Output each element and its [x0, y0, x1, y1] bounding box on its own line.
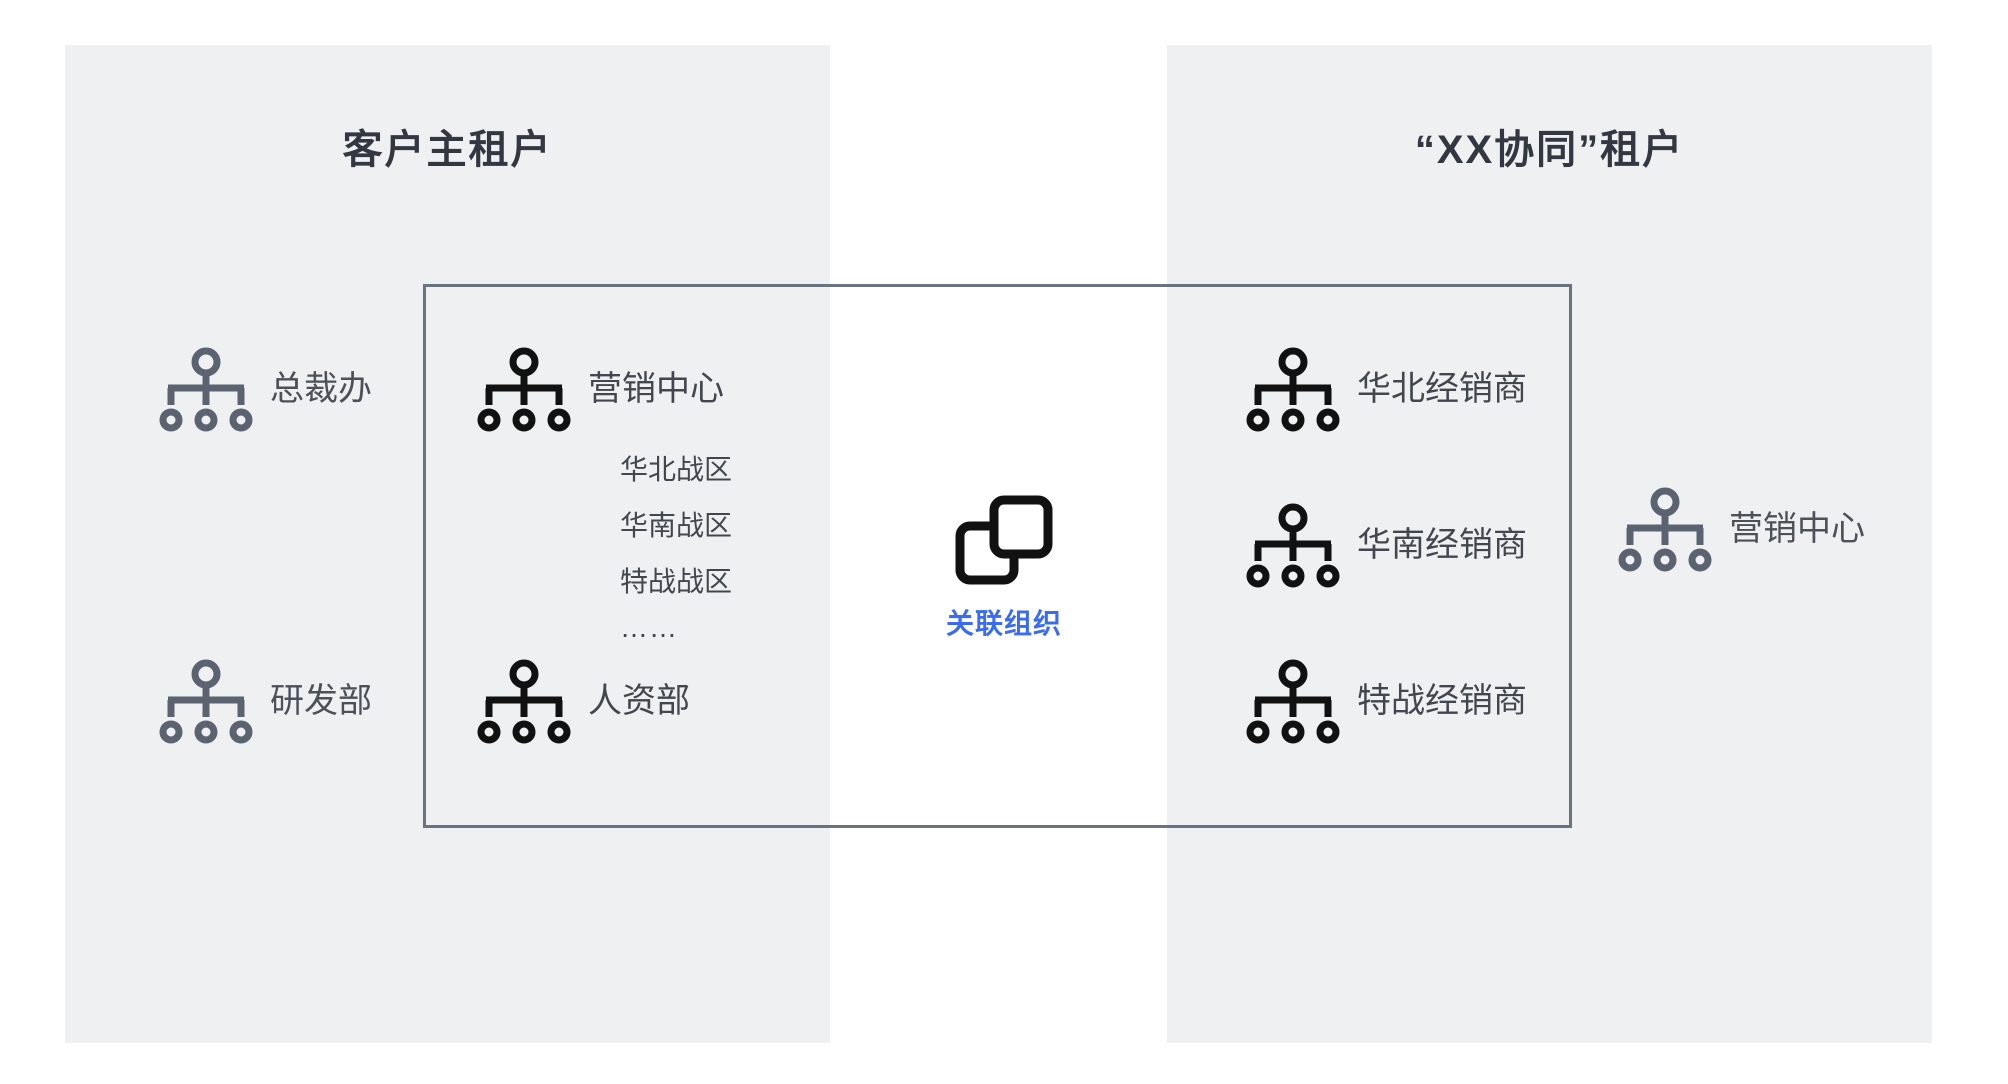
linked-organization-boundary: [423, 284, 1572, 828]
org-chart-icon: [477, 659, 571, 744]
overlapping-squares-icon: [955, 495, 1053, 585]
org-chart-icon: [477, 347, 571, 432]
org-chart-icon: [1246, 659, 1340, 744]
right-tenant-title: “XX协同”租户: [1414, 128, 1685, 172]
org-item-hr-department[interactable]: 人资部: [476, 658, 690, 744]
sub-item-south-region[interactable]: 华南战区: [620, 510, 733, 541]
org-item-rd-department[interactable]: 研发部: [158, 658, 372, 744]
org-item-special-distributor[interactable]: 特战经销商: [1245, 658, 1527, 744]
org-chart-icon: [1618, 487, 1712, 572]
org-chart-icon: [159, 347, 253, 432]
sub-item-special-region[interactable]: 特战战区: [620, 566, 733, 597]
org-chart-icon: [1246, 347, 1340, 432]
org-item-label: 特战经销商: [1357, 682, 1527, 720]
org-item-marketing-center-right[interactable]: 营销中心: [1617, 486, 1865, 572]
linked-organization-label: 关联组织: [945, 608, 1062, 639]
org-item-label: 华南经销商: [1357, 526, 1527, 564]
org-item-label: 营销中心: [1729, 510, 1865, 548]
org-chart-icon: [159, 659, 253, 744]
org-item-president-office[interactable]: 总裁办: [158, 346, 372, 432]
sub-item-more-ellipsis: ……: [620, 612, 678, 643]
org-item-north-distributor[interactable]: 华北经销商: [1245, 346, 1527, 432]
org-item-label: 华北经销商: [1357, 370, 1527, 408]
org-item-label: 总裁办: [270, 370, 372, 408]
left-tenant-title: 客户主租户: [342, 128, 553, 172]
org-item-label: 营销中心: [588, 370, 724, 408]
sub-item-north-region[interactable]: 华北战区: [620, 454, 733, 485]
org-chart-icon: [1246, 503, 1340, 588]
org-item-south-distributor[interactable]: 华南经销商: [1245, 502, 1527, 588]
linked-organization-node[interactable]: 关联组织: [930, 488, 1078, 658]
org-item-marketing-center-left[interactable]: 营销中心: [476, 346, 724, 432]
org-item-label: 人资部: [588, 682, 690, 720]
org-item-label: 研发部: [270, 682, 372, 720]
left-tenant-panel: 客户主租户: [65, 45, 830, 1043]
